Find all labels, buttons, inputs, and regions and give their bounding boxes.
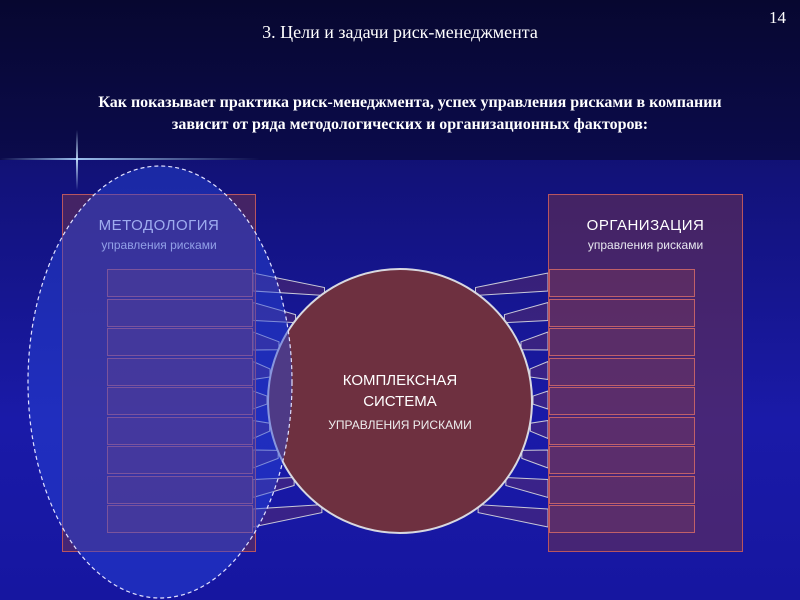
circle-subtitle: УПРАВЛЕНИЯ РИСКАМИ [328, 418, 472, 432]
organization-factor-row [549, 446, 695, 474]
methodology-factor-row [107, 298, 253, 327]
methodology-factor-row [107, 269, 253, 297]
organization-panel: ОРГАНИЗАЦИЯ управления рисками [548, 194, 743, 552]
header-band [0, 0, 800, 160]
right-connector-strip [475, 272, 549, 297]
methodology-factor-row [107, 357, 253, 386]
page-number: 14 [769, 8, 786, 27]
methodology-factor-row [107, 416, 253, 445]
methodology-factor-row [107, 446, 253, 474]
organization-factor-row [549, 475, 695, 504]
left-connector-strip [252, 331, 280, 351]
light-flare-vertical [76, 130, 78, 190]
methodology-factor-row [107, 505, 253, 533]
methodology-title: МЕТОДОЛОГИЯ [98, 217, 220, 234]
left-connector-strip [252, 301, 297, 324]
organization-factor-list [549, 269, 695, 535]
right-connector-strip [529, 360, 549, 381]
organization-factor-row [549, 298, 695, 327]
methodology-factor-list [107, 269, 253, 535]
methodology-subtitle: управления рисками [101, 238, 217, 252]
organization-title: ОРГАНИЗАЦИЯ [586, 217, 705, 234]
organization-subtitle: управления рисками [587, 238, 704, 252]
right-connector-strip [521, 449, 549, 469]
methodology-panel: МЕТОДОЛОГИЯ управления рисками [62, 194, 256, 552]
left-connector-strip [252, 449, 279, 469]
right-connector-strip [503, 301, 549, 324]
right-connector-strip [477, 504, 549, 528]
circle-title-line-2: СИСТЕМА [363, 393, 437, 410]
methodology-factor-row [107, 387, 253, 415]
organization-factor-row [549, 416, 695, 445]
organization-factor-row [549, 328, 695, 356]
integrated-system-circle: КОМПЛЕКСНАЯ СИСТЕМА УПРАВЛЕНИЯ РИСКАМИ [267, 268, 533, 534]
left-connector-strip [252, 504, 323, 528]
intro-line-2: зависит от ряда методологических и орган… [171, 116, 649, 133]
left-connector-strip [252, 476, 295, 499]
intro-line-1: Как показывает практика риск-менеджмента… [98, 94, 722, 111]
organization-factor-row [549, 387, 695, 415]
organization-factor-row [549, 505, 695, 533]
circle-title-line-1: КОМПЛЕКСНАЯ [342, 372, 458, 389]
slide-title: 3. Цели и задачи риск-менеджмента [262, 22, 538, 42]
circle-title: КОМПЛЕКСНАЯ СИСТЕМА [269, 370, 531, 412]
organization-factor-row [549, 357, 695, 386]
methodology-factor-row [107, 475, 253, 504]
right-connector-strip [520, 331, 549, 351]
right-connector-strip [529, 419, 549, 440]
light-flare-horizontal [0, 158, 260, 160]
methodology-factor-row [107, 328, 253, 356]
organization-factor-row [549, 269, 695, 297]
left-connector-strip [252, 272, 325, 297]
right-connector-strip [532, 390, 549, 410]
intro-text: Как показывает практика риск-менеджмента… [40, 92, 780, 136]
right-connector-strip [505, 476, 549, 499]
